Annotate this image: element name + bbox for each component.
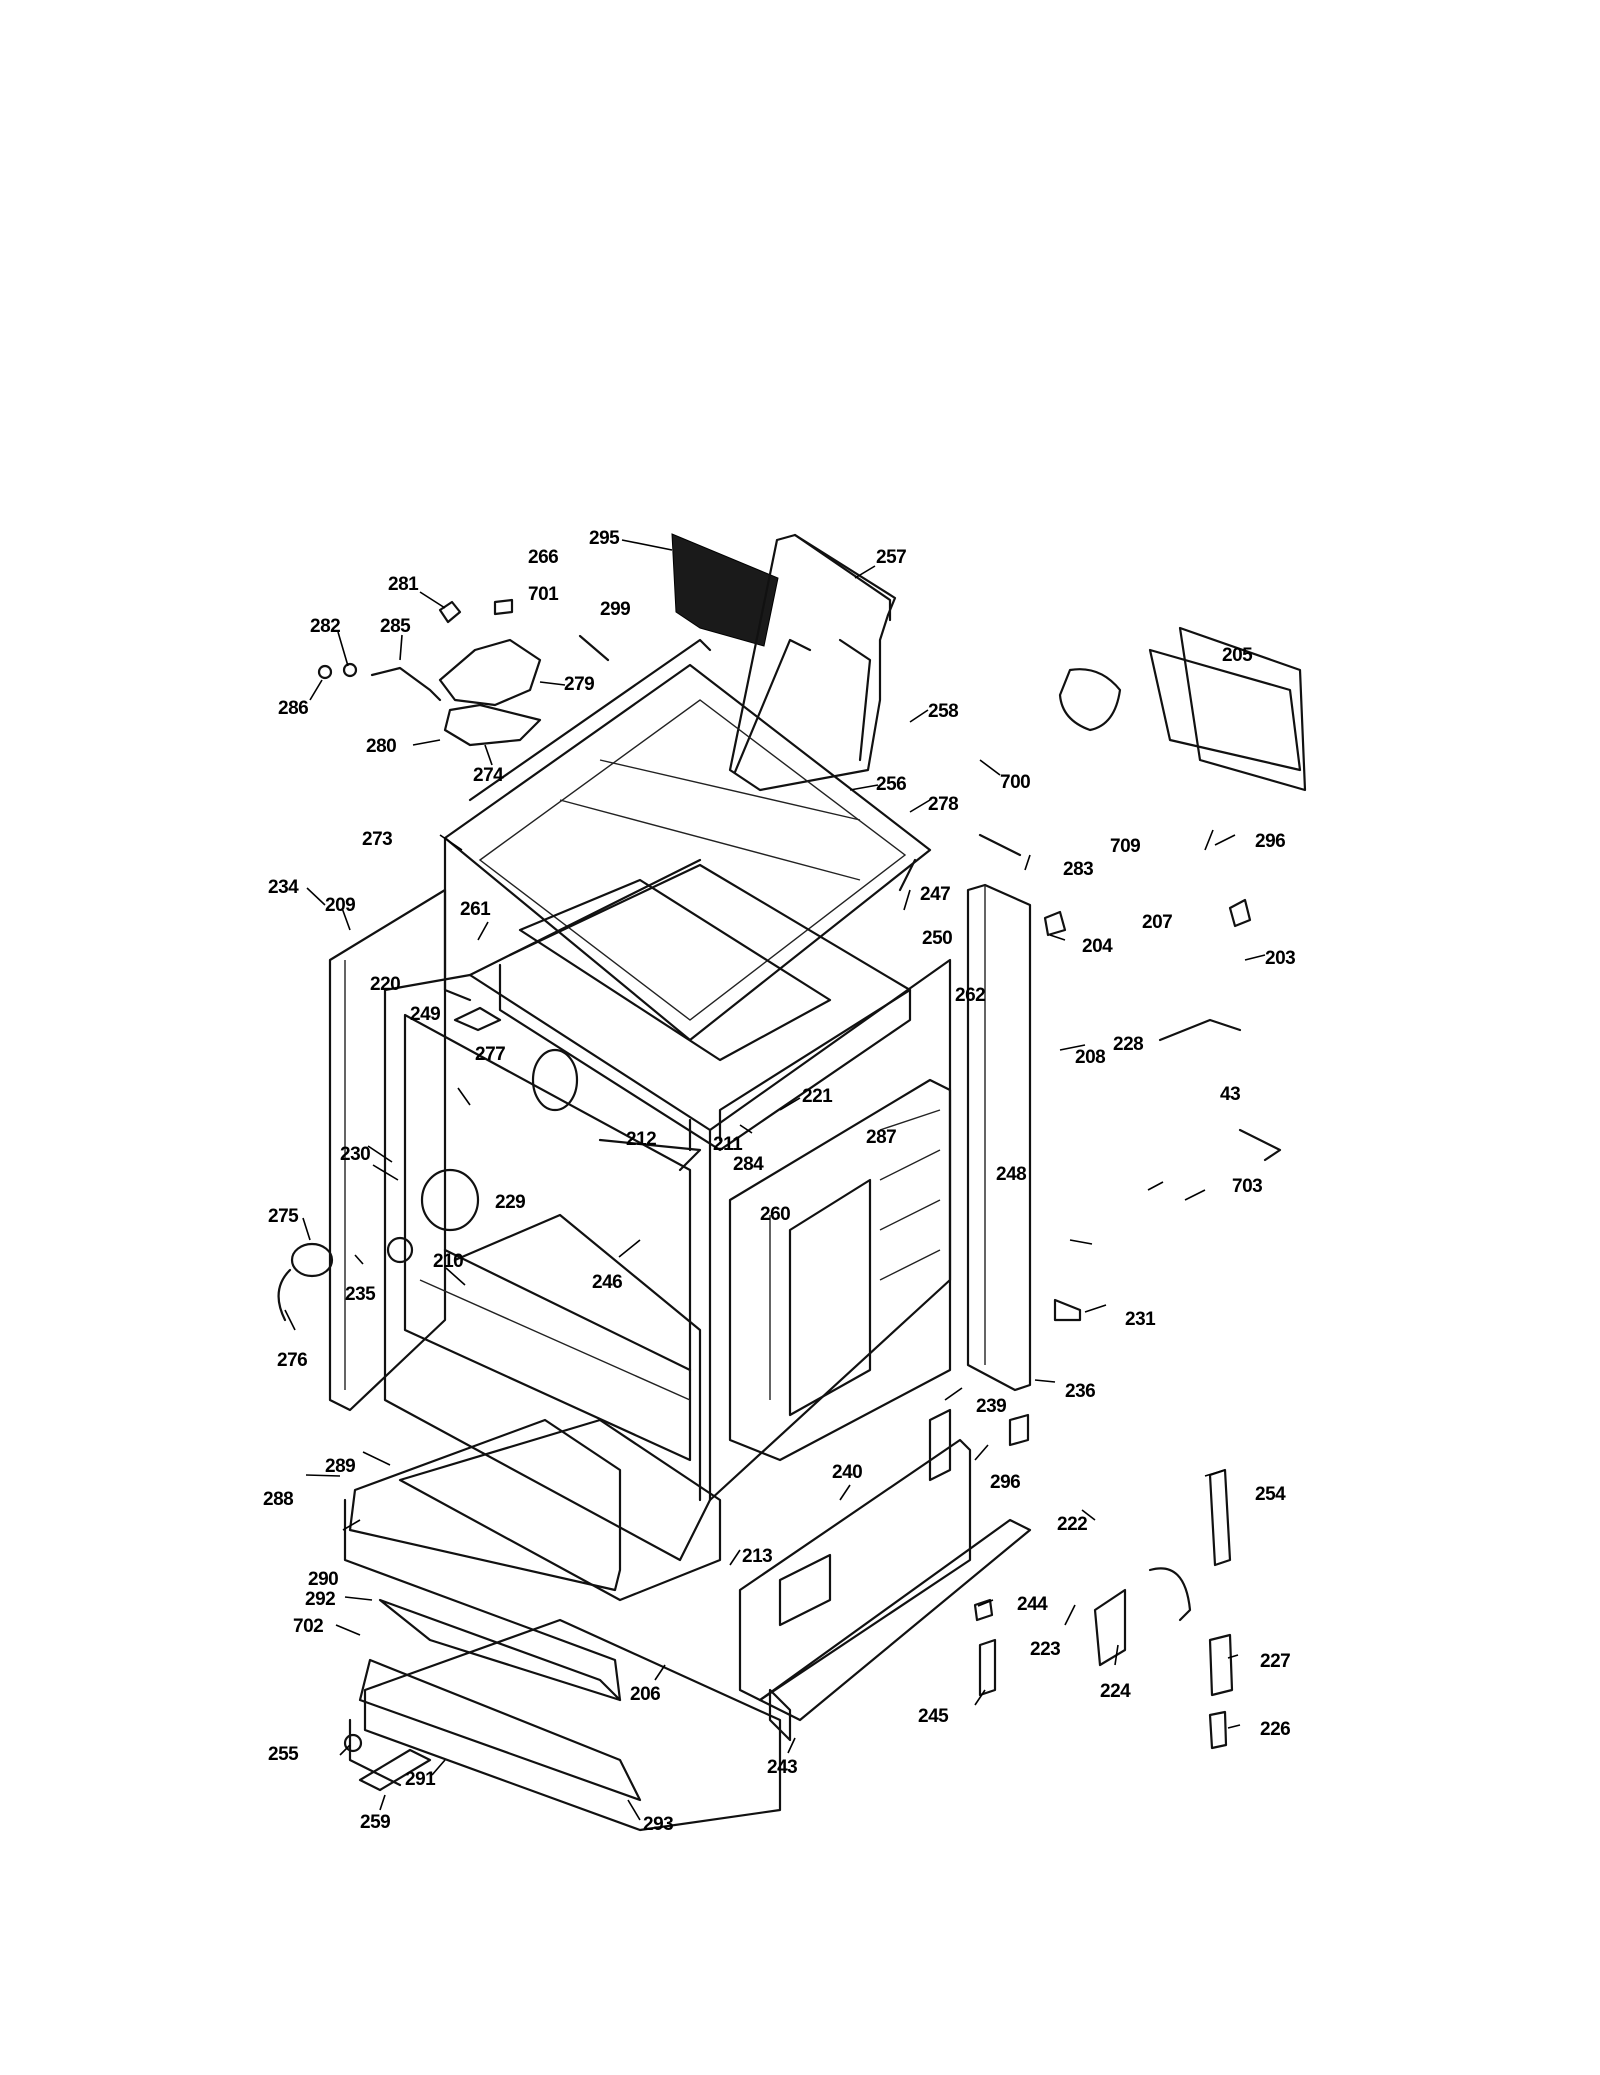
label-700: 700 <box>1000 772 1030 793</box>
label-701: 701 <box>528 584 559 605</box>
label-286: 286 <box>278 698 308 719</box>
label-205: 205 <box>1222 645 1253 666</box>
label-275: 275 <box>268 1206 299 1227</box>
label-262: 262 <box>955 985 985 1006</box>
label-244: 244 <box>1017 1594 1048 1615</box>
part-oven-body <box>383 858 952 1562</box>
label-274: 274 <box>473 765 504 786</box>
label-703: 703 <box>1232 1176 1262 1197</box>
label-246: 246 <box>592 1272 622 1293</box>
label-247: 247 <box>920 884 950 905</box>
label-295: 295 <box>589 528 620 549</box>
label-266: 266 <box>528 547 558 568</box>
label-278: 278 <box>928 794 958 815</box>
label-229: 229 <box>495 1192 525 1213</box>
label-291: 291 <box>405 1769 436 1790</box>
label-296b: 296 <box>990 1472 1020 1493</box>
label-299: 299 <box>600 599 630 620</box>
label-250: 250 <box>922 928 952 949</box>
part-240-lower-panel <box>738 1408 972 1702</box>
label-276: 276 <box>277 1350 307 1371</box>
label-227: 227 <box>1260 1651 1290 1672</box>
part-209-left-side-panel <box>328 888 447 1412</box>
parts-artwork <box>277 533 1307 1832</box>
label-249: 249 <box>410 1004 440 1025</box>
label-296: 296 <box>1255 831 1285 852</box>
label-207: 207 <box>1142 912 1172 933</box>
label-223: 223 <box>1030 1639 1060 1660</box>
label-212: 212 <box>626 1129 656 1150</box>
label-204: 204 <box>1082 936 1113 957</box>
label-284: 284 <box>733 1154 764 1175</box>
label-236: 236 <box>1065 1381 1095 1402</box>
part-273-top-panel <box>443 638 932 1152</box>
label-258: 258 <box>928 701 958 722</box>
part-small-components <box>277 626 1307 1792</box>
part-279-valve-assembly <box>317 598 610 747</box>
label-709: 709 <box>1110 836 1140 857</box>
label-277: 277 <box>475 1044 505 1065</box>
label-222: 222 <box>1057 1514 1087 1535</box>
label-230: 230 <box>340 1144 370 1165</box>
label-257: 257 <box>876 547 906 568</box>
label-235: 235 <box>345 1284 376 1305</box>
label-221: 221 <box>802 1086 833 1107</box>
label-285: 285 <box>380 616 411 637</box>
label-255: 255 <box>268 1744 299 1765</box>
label-254: 254 <box>1255 1484 1286 1505</box>
label-226: 226 <box>1260 1719 1290 1740</box>
part-295-mesh-shield <box>671 533 779 647</box>
label-220: 220 <box>370 974 400 995</box>
part-293-base <box>348 1518 1032 1832</box>
label-256: 256 <box>876 774 906 795</box>
label-206: 206 <box>630 1684 660 1705</box>
label-231: 231 <box>1125 1309 1156 1330</box>
label-43: 43 <box>1220 1084 1240 1105</box>
part-number-labels: 295 266 281 701 299 257 282 285 279 286 … <box>263 528 1296 1835</box>
label-283: 283 <box>1063 859 1093 880</box>
label-290: 290 <box>308 1569 338 1590</box>
label-280: 280 <box>366 736 396 757</box>
label-260: 260 <box>760 1204 790 1225</box>
label-248: 248 <box>996 1164 1026 1185</box>
label-273: 273 <box>362 829 392 850</box>
label-203: 203 <box>1265 948 1295 969</box>
label-261: 261 <box>460 899 491 920</box>
part-208-right-side-panel <box>966 883 1032 1392</box>
label-228: 228 <box>1113 1034 1143 1055</box>
label-234: 234 <box>268 877 299 898</box>
label-289: 289 <box>325 1456 355 1477</box>
label-293: 293 <box>643 1814 673 1835</box>
label-208: 208 <box>1075 1047 1105 1068</box>
leader-lines <box>284 539 1266 1821</box>
label-239: 239 <box>976 1396 1006 1417</box>
label-288: 288 <box>263 1489 293 1510</box>
label-245: 245 <box>918 1706 949 1727</box>
label-279: 279 <box>564 674 594 695</box>
label-702: 702 <box>293 1616 323 1637</box>
label-209: 209 <box>325 895 355 916</box>
label-259: 259 <box>360 1812 390 1833</box>
part-287-oven-side-wall <box>728 1078 952 1462</box>
label-213: 213 <box>742 1546 772 1567</box>
label-287: 287 <box>866 1127 896 1148</box>
label-292: 292 <box>305 1589 335 1610</box>
label-282: 282 <box>310 616 340 637</box>
label-281: 281 <box>388 574 419 595</box>
part-257-vent-duct <box>728 533 897 792</box>
label-210: 210 <box>433 1251 463 1272</box>
label-243: 243 <box>767 1757 797 1778</box>
label-211: 211 <box>713 1134 743 1155</box>
label-240: 240 <box>832 1462 862 1483</box>
part-289-drawer <box>343 1418 722 1802</box>
label-224: 224 <box>1100 1681 1131 1702</box>
